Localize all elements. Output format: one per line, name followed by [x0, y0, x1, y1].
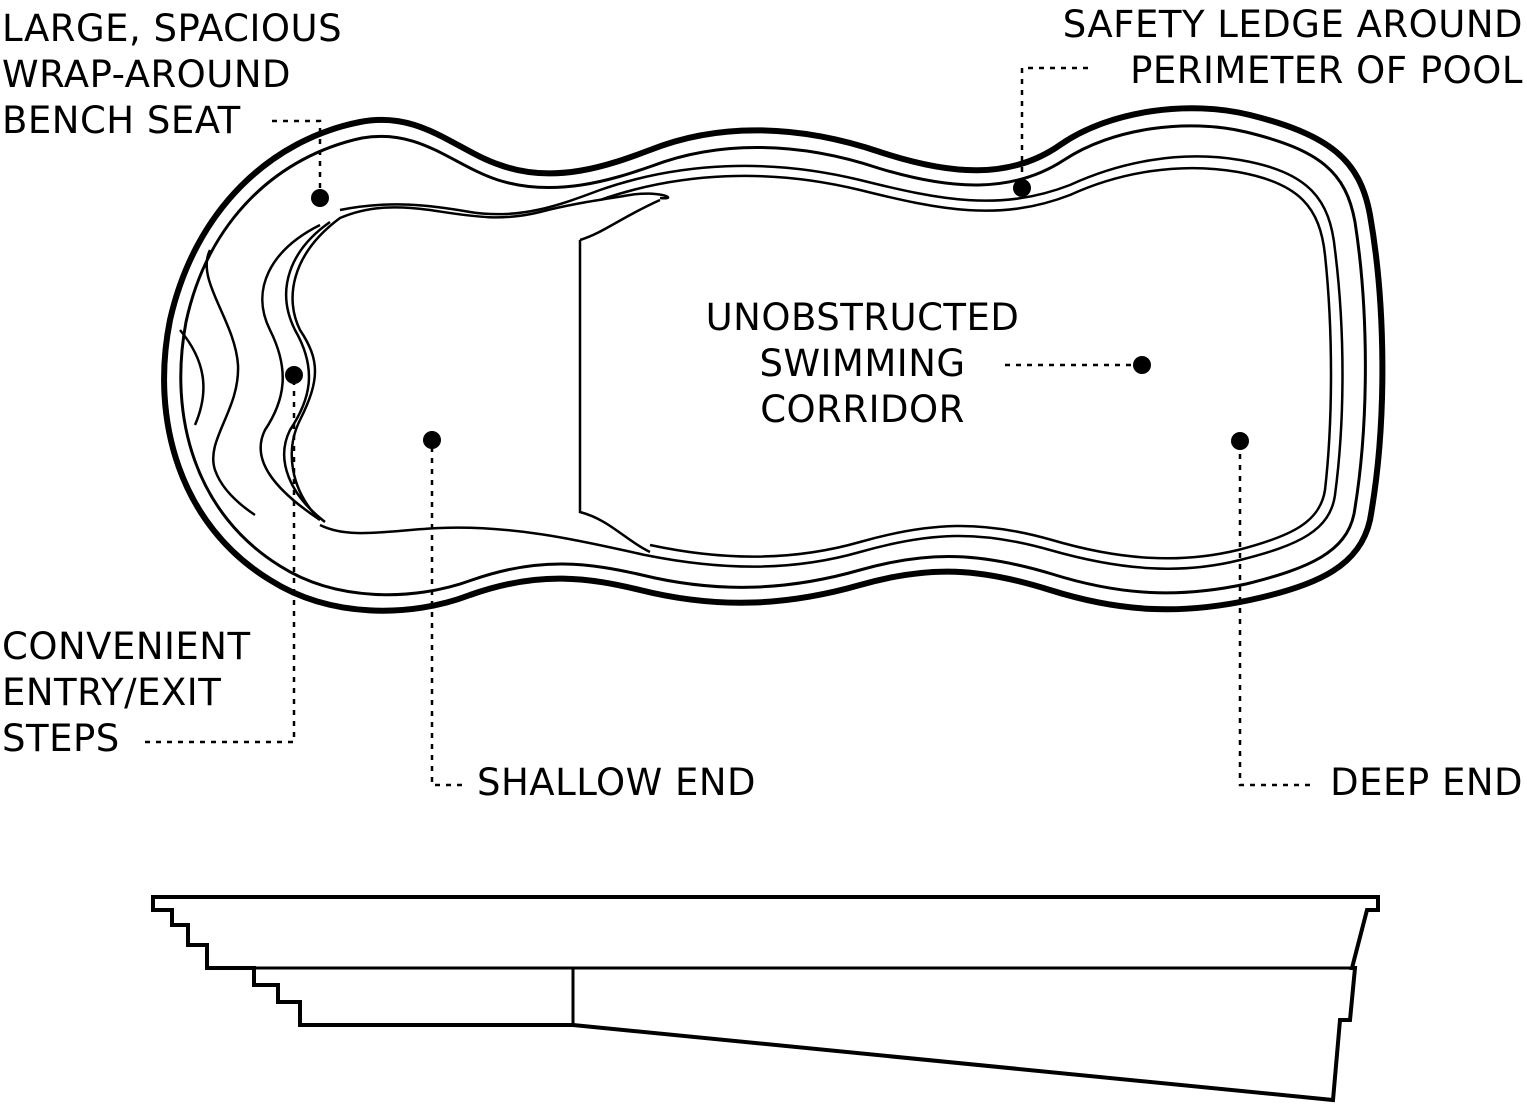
safety-ledge-label-line: PERIMETER OF POOL — [1130, 49, 1523, 92]
swimming-corridor-label-line: CORRIDOR — [760, 388, 965, 431]
swimming-corridor-label: UNOBSTRUCTED SWIMMING CORRIDOR — [690, 295, 1035, 433]
shallow-end-label: SHALLOW END — [477, 760, 756, 806]
bench-seat-label-line: WRAP-AROUND — [2, 53, 292, 96]
safety-ledge-label-line: SAFETY LEDGE AROUND — [1062, 3, 1523, 46]
bench-seat-leader — [272, 119, 322, 198]
pool-inner-rim — [179, 124, 1367, 597]
safety-ledge-leader — [1020, 66, 1088, 188]
entry-step-3 — [259, 223, 321, 522]
deep-end-label: DEEP END — [1330, 760, 1523, 806]
deep-end-label-text: DEEP END — [1330, 761, 1523, 804]
ledge-line-inner — [599, 166, 1333, 560]
entry-steps-label-line: CONVENIENT — [2, 625, 251, 668]
bench-seat-label-line: BENCH SEAT — [2, 99, 241, 142]
shallow-end-dot — [423, 431, 441, 449]
shallow-end-leader — [430, 440, 462, 787]
corridor-dot — [1133, 356, 1151, 374]
bench-seat-edge — [290, 192, 670, 521]
entry-step-1 — [205, 249, 256, 517]
entry-step-4 — [282, 220, 331, 523]
entry-steps-label: CONVENIENT ENTRY/EXIT STEPS — [2, 624, 251, 762]
deep-end-dot — [1231, 432, 1249, 450]
swimming-corridor-label-line: UNOBSTRUCTED — [705, 296, 1020, 339]
safety-ledge-dot — [1013, 179, 1031, 197]
entry-step-2 — [179, 329, 205, 426]
bench-seat-label-line: LARGE, SPACIOUS — [2, 7, 343, 50]
pool-side-profile — [151, 895, 1380, 1103]
entry-steps-label-line: ENTRY/EXIT — [2, 671, 222, 714]
bench-seat-label: LARGE, SPACIOUS WRAP-AROUND BENCH SEAT — [2, 6, 342, 144]
safety-ledge-label: SAFETY LEDGE AROUND PERIMETER OF POOL — [1063, 2, 1523, 94]
bench-seat-dot — [311, 189, 329, 207]
ledge-line-outer — [319, 155, 1344, 570]
entry-steps-label-line: STEPS — [2, 717, 120, 760]
deep-end-leader — [1238, 441, 1310, 787]
swimming-corridor-label-line: SWIMMING — [759, 342, 966, 385]
callout-leaders — [145, 66, 1310, 787]
entry-steps-dot — [285, 366, 303, 384]
shallow-end-label-text: SHALLOW END — [477, 761, 757, 804]
profile-outline — [151, 895, 1380, 1103]
shallow-deep-transition — [578, 198, 661, 554]
